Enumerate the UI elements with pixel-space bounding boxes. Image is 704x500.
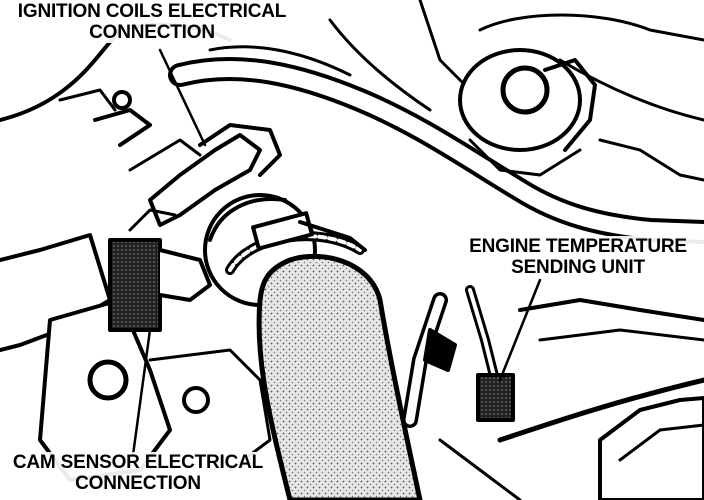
cam-sensor-label: CAM SENSOR ELECTRICAL CONNECTION	[0, 452, 276, 494]
cam-sensor-label-line1: CAM SENSOR ELECTRICAL	[12, 452, 264, 473]
leader-engine-temp	[498, 278, 542, 382]
coil-connector	[148, 133, 262, 227]
cam-connector	[108, 238, 162, 332]
ignition-coils-label-line2: CONNECTION	[89, 22, 215, 43]
engine-temp-label: ENGINE TEMPERATURE SENDING UNIT	[452, 236, 704, 278]
ignition-coils-label: IGNITION COILS ELECTRICAL CONNECTION	[0, 1, 304, 43]
temp-sensor	[476, 373, 515, 422]
cam-sensor-label-line2: CONNECTION	[75, 473, 201, 494]
radiator-hose	[256, 253, 423, 500]
ignition-coils-label-line1: IGNITION COILS ELECTRICAL	[17, 1, 287, 22]
engine-temp-label-line2: SENDING UNIT	[511, 257, 645, 278]
leader-cam	[131, 328, 152, 457]
engine-temp-label-line1: ENGINE TEMPERATURE	[469, 236, 687, 257]
leader-ignition	[158, 48, 207, 147]
